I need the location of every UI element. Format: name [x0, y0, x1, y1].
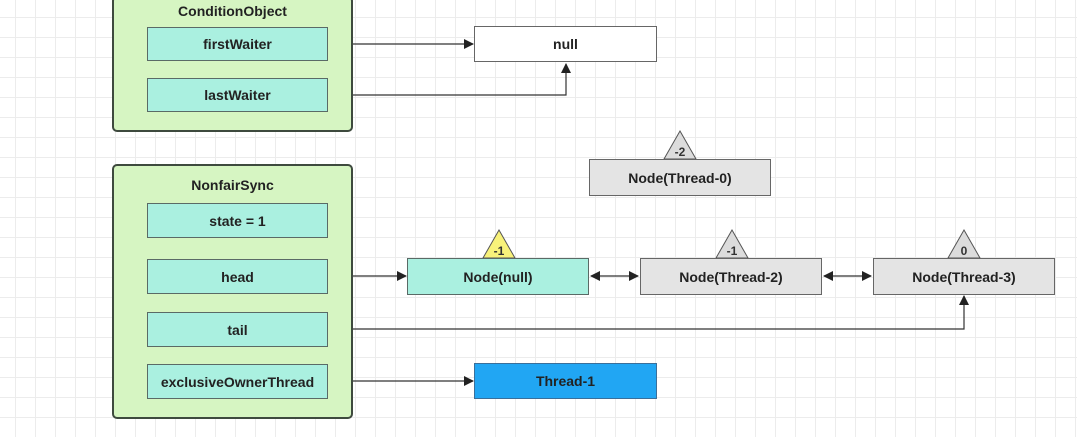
- condition-object-title: ConditionObject: [178, 3, 287, 19]
- wait-status-null-node: -1: [493, 244, 505, 258]
- head-field: head: [147, 259, 328, 294]
- last-waiter-field: lastWaiter: [147, 78, 328, 112]
- edge-lastwaiter-null: [328, 63, 571, 96]
- node-thread2: Node(Thread-2): [640, 258, 822, 295]
- node-null: Node(null): [407, 258, 589, 295]
- condition-object-group: ConditionObject: [112, 0, 353, 132]
- state-field: state = 1: [147, 203, 328, 238]
- exclusive-owner-thread-field: exclusiveOwnerThread: [147, 364, 328, 399]
- null-box: null: [474, 26, 657, 62]
- tail-field: tail: [147, 312, 328, 347]
- thread1-box: Thread-1: [474, 363, 657, 399]
- wait-status-thread3: 0: [960, 244, 968, 258]
- edge-tail-thread3: [330, 295, 969, 334]
- node-thread3: Node(Thread-3): [873, 258, 1055, 295]
- first-waiter-field: firstWaiter: [147, 27, 328, 61]
- wait-status-thread2: -1: [726, 244, 738, 258]
- node-thread0: Node(Thread-0): [589, 159, 771, 196]
- nonfair-sync-title: NonfairSync: [191, 177, 274, 193]
- wait-status-thread0: -2: [674, 145, 686, 159]
